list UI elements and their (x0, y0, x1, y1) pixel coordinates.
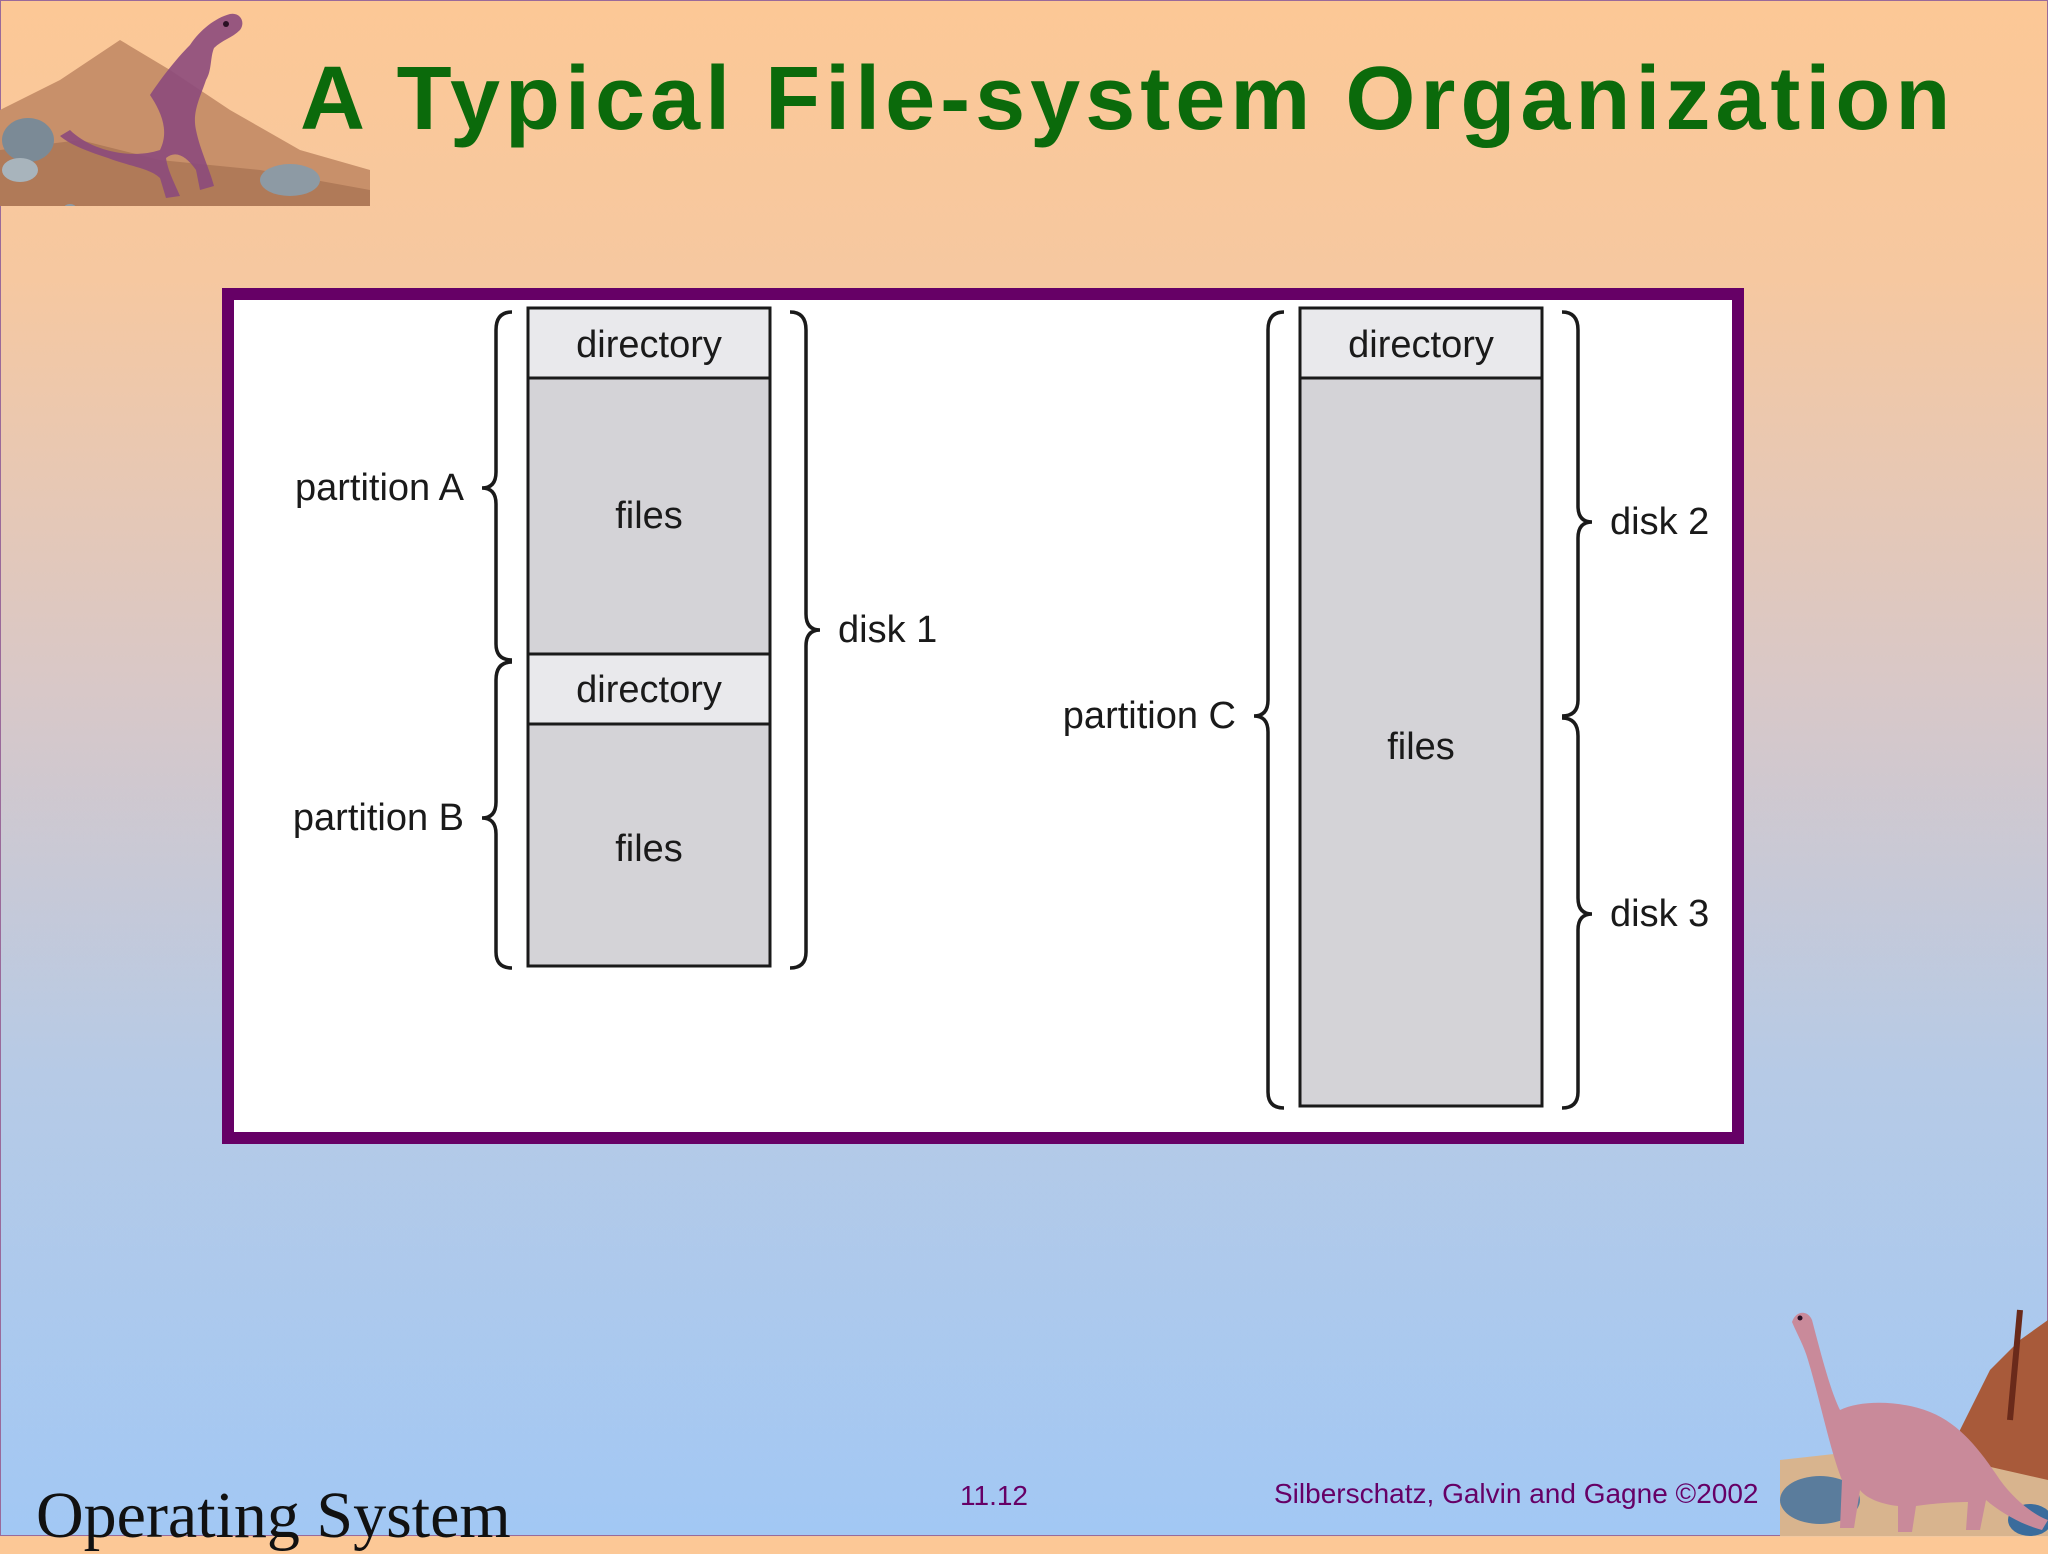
disk-3-label: disk 3 (1610, 893, 1709, 935)
partition-b-directory-label: directory (576, 669, 722, 711)
diagram-panel: directory files directory files director… (222, 288, 1744, 1144)
partition-c-files-label: files (1387, 726, 1455, 768)
partition-c-label: partition C (1063, 695, 1236, 737)
partition-a-brace (481, 310, 513, 662)
file-system-diagram: directory files directory files director… (293, 306, 1709, 1110)
brontosaurus-icon (1780, 1309, 2048, 1536)
disk-2-label: disk 2 (1610, 501, 1709, 543)
partition-b-directory-box (526, 652, 772, 726)
disk-2-brace (1561, 310, 1593, 718)
partition-c-directory-box (1298, 306, 1544, 380)
partition-a-files-box (526, 376, 772, 656)
partition-b-files-box (526, 722, 772, 968)
slide-title: A Typical File-system Organization (300, 49, 1956, 149)
partition-b-files-label: files (615, 828, 683, 870)
partition-c-directory-label: directory (1348, 324, 1494, 366)
course-name: Operating System (36, 1479, 511, 1552)
partition-a-files-label: files (615, 495, 683, 537)
disk-3-brace (1561, 716, 1593, 1110)
copyright-text: Silberschatz, Galvin and Gagne ©2002 (1274, 1478, 1759, 1509)
partition-a-label: partition A (295, 467, 465, 509)
partition-b-label: partition B (293, 797, 464, 839)
partition-c-brace (1253, 310, 1285, 1110)
disk-1-label: disk 1 (838, 609, 937, 651)
partition-b-brace (481, 660, 513, 970)
partition-a-directory-box (526, 306, 772, 380)
disk-1-brace (789, 310, 821, 970)
t-rex-icon (0, 13, 370, 206)
partition-c-files-box (1298, 376, 1544, 1108)
page-number: 11.12 (960, 1480, 1028, 1511)
partition-a-directory-label: directory (576, 324, 722, 366)
